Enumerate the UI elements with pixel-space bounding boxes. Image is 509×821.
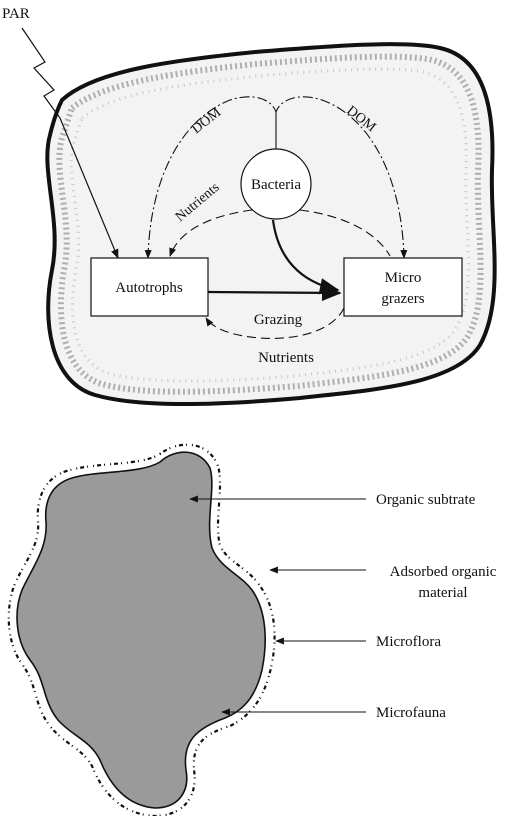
- autotrophs-to-grazers-arrow: [208, 292, 340, 293]
- adsorbed-label-1: Adsorbed organic: [390, 564, 497, 580]
- adsorbed-label-2: material: [418, 585, 467, 601]
- micro-grazers-label-2: grazers: [381, 291, 424, 307]
- substrate-particle-diagram: Organic subtrate Adsorbed organic materi…: [9, 445, 497, 816]
- par-label: PAR: [2, 6, 30, 22]
- particle-ecosystem-diagram: PAR Autotrophs Micro grazers Bacteria DO…: [2, 6, 495, 404]
- microfauna-label: Microfauna: [376, 705, 446, 721]
- organic-substrate-shape: [17, 452, 265, 808]
- bacteria-node: Bacteria: [241, 149, 311, 219]
- grazing-label: Grazing: [254, 312, 303, 328]
- autotrophs-box: Autotrophs: [91, 258, 208, 316]
- organic-substrate-label: Organic subtrate: [376, 492, 476, 508]
- autotrophs-label: Autotrophs: [115, 280, 183, 296]
- microflora-label: Microflora: [376, 634, 441, 650]
- micro-grazers-box: Micro grazers: [344, 258, 462, 316]
- micro-grazers-label-1: Micro: [385, 270, 422, 286]
- bacteria-label: Bacteria: [251, 177, 301, 193]
- nutrients-label-lower: Nutrients: [258, 350, 314, 366]
